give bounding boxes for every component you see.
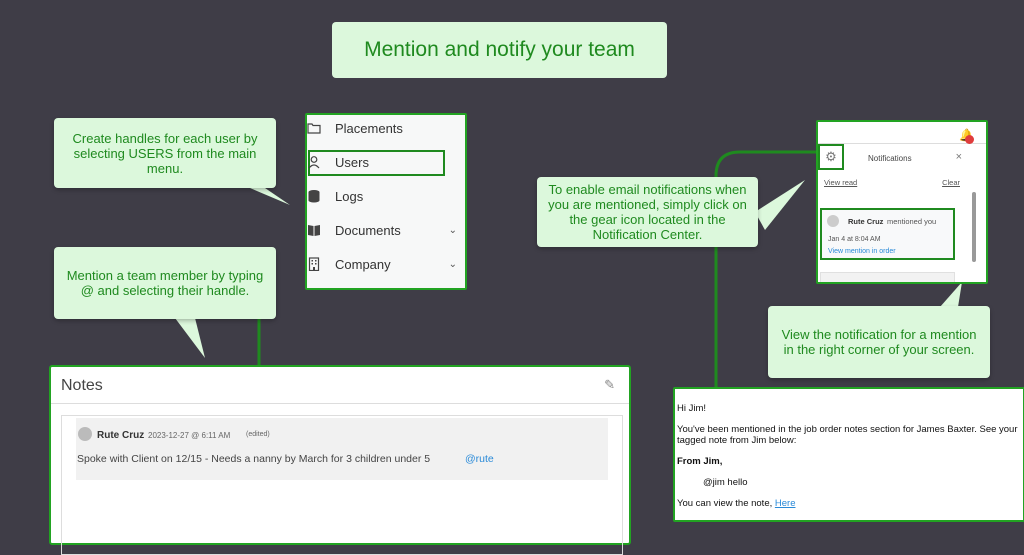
clear-link[interactable]: Clear (942, 178, 960, 187)
callout-tail-email (755, 180, 805, 230)
menu-label: Logs (335, 188, 364, 204)
menu-label: Placements (335, 120, 403, 136)
callout-email-notifications: To enable email notifications when you a… (537, 177, 758, 247)
email-footer-line: You can view the note, Here (677, 498, 1021, 509)
book-icon (307, 223, 321, 237)
notification-center: 🔔 ⚙ Notifications × View read Clear Rute… (816, 120, 988, 284)
users-highlight (308, 150, 445, 176)
notif-user: Rute Cruz (848, 217, 884, 226)
folder-icon (307, 121, 321, 135)
notif-topbar (818, 122, 986, 144)
note-edited: (edited) (246, 431, 270, 438)
note-container: Rute Cruz 2023-12-27 @ 6:11 AM (edited) … (61, 415, 623, 555)
here-link[interactable]: Here (774, 498, 796, 509)
email-greeting: Hi Jim! (677, 403, 707, 414)
email-notification: Hi Jim! You've been mentioned in the job… (673, 387, 1024, 522)
note-body: Spoke with Client on 12/15 - Needs a nan… (77, 453, 431, 465)
callout-tail-view (940, 282, 962, 307)
chevron-down-icon[interactable]: ⌄ (448, 258, 457, 270)
divider (51, 403, 629, 404)
notif-time: Jan 4 at 8:04 AM (828, 236, 881, 243)
notification-badge (965, 135, 974, 144)
user-icon (307, 155, 321, 169)
page-title: Mention and notify your team (332, 22, 667, 78)
menu-item-company[interactable]: Company ⌄ (307, 252, 467, 276)
email-line1: You've been mentioned in the job order n… (677, 424, 1018, 446)
note-timestamp: 2023-12-27 @ 6:11 AM (148, 431, 231, 440)
menu-item-documents[interactable]: Documents ⌄ (307, 218, 467, 242)
menu-item-logs[interactable]: Logs (307, 184, 467, 208)
database-icon (307, 189, 321, 203)
callout-create-handles: Create handles for each user by selectin… (54, 118, 276, 188)
building-icon (307, 257, 321, 271)
notif-panel-title: Notifications (868, 154, 912, 163)
note-author: Rute Cruz (97, 430, 145, 441)
callout-view-notification: View the notification for a mention in t… (768, 306, 990, 378)
notes-title: Notes (61, 377, 103, 394)
callout-tail-mention (175, 318, 205, 358)
menu-item-users[interactable]: Users (307, 150, 467, 174)
email-footer: You can view the note, (677, 498, 773, 509)
menu-label: Documents (335, 222, 401, 238)
scrollbar[interactable] (972, 192, 976, 262)
chevron-down-icon[interactable]: ⌄ (448, 224, 457, 236)
main-menu: Placements Users Logs Documents ⌄ Compan… (305, 113, 467, 290)
gear-icon[interactable]: ⚙ (818, 144, 844, 170)
mention-tag[interactable]: @rute (465, 453, 494, 465)
note-card[interactable]: Rute Cruz 2023-12-27 @ 6:11 AM (edited) … (76, 418, 608, 480)
notif-text: mentioned you (887, 217, 937, 226)
email-message: @jim hello (703, 477, 748, 488)
menu-label: Users (335, 154, 369, 170)
view-read-link[interactable]: View read (824, 178, 858, 187)
view-mention-link[interactable]: View mention in order (828, 248, 896, 255)
callout-tail-handles (250, 188, 290, 205)
callout-mention-member: Mention a team member by typing @ and se… (54, 247, 276, 319)
avatar (827, 215, 839, 227)
close-icon[interactable]: × (955, 151, 962, 163)
notes-panel: Notes ✎ Rute Cruz 2023-12-27 @ 6:11 AM (… (49, 365, 631, 555)
email-from: From Jim, (677, 456, 723, 467)
avatar (78, 427, 92, 441)
notification-item[interactable]: Rute Cruz mentioned you Jan 4 at 8:04 AM… (820, 208, 955, 260)
notification-item[interactable] (820, 272, 955, 282)
menu-label: Company (335, 256, 391, 272)
menu-item-placements[interactable]: Placements (307, 116, 467, 140)
pencil-icon[interactable]: ✎ (604, 377, 615, 392)
